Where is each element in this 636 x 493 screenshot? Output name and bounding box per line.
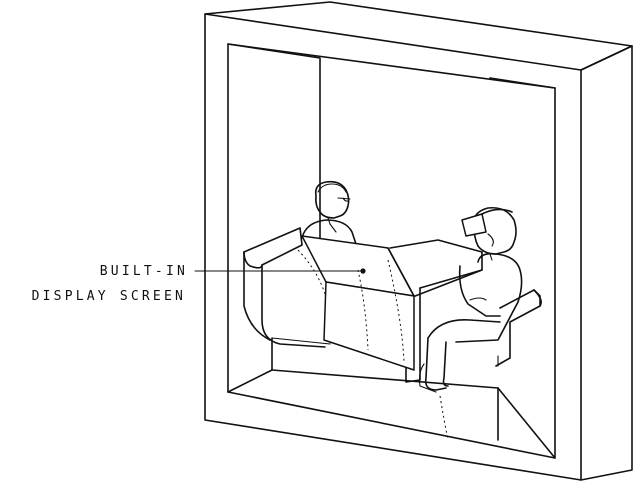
vr-headset — [462, 209, 512, 236]
callout-label-line-2: DISPLAY SCREEN — [0, 289, 186, 304]
callout-label-line-1: BUILT-IN — [0, 264, 188, 279]
seated-person-vr — [420, 208, 522, 392]
right-bench — [440, 290, 541, 440]
display-screen — [302, 236, 414, 370]
seated-person — [302, 182, 356, 244]
